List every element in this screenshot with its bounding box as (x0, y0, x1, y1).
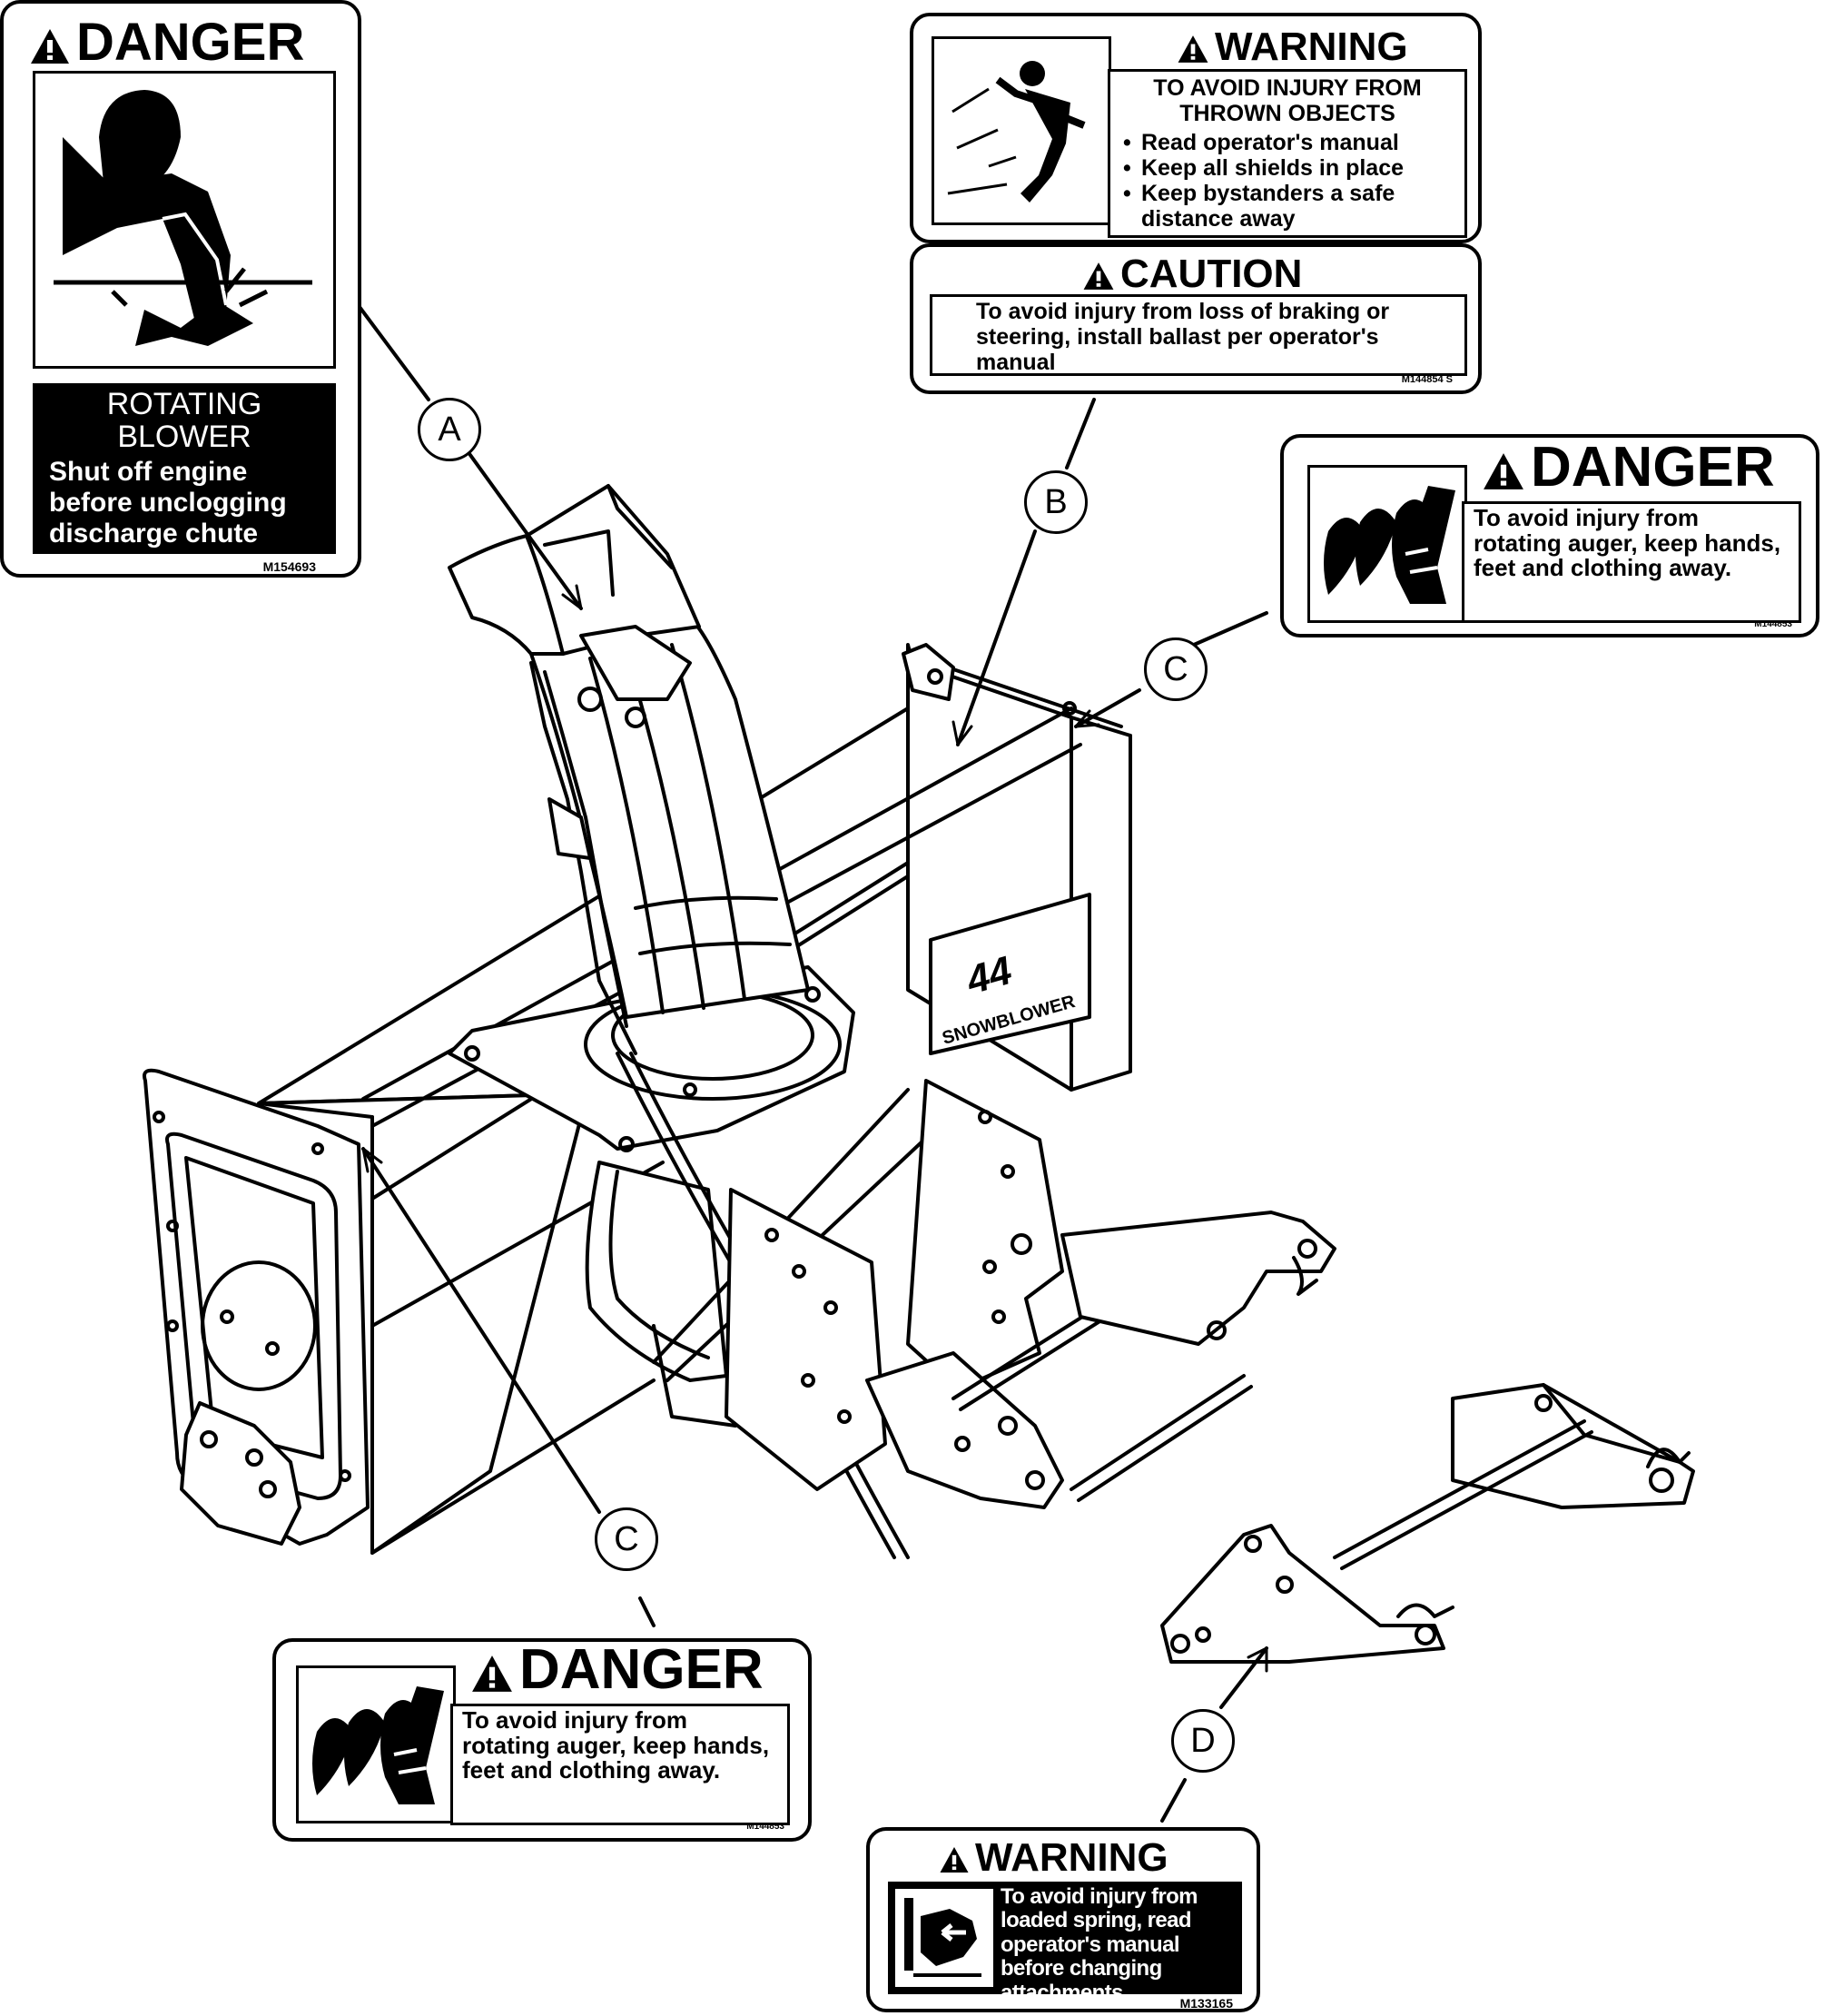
decal-d-text: To avoid injury from loaded spring, read… (1001, 1884, 1198, 2005)
chute-base-plate (448, 965, 855, 1151)
decal-a-signal-word: DANGER (29, 16, 304, 69)
rotating-auger-icon (1324, 486, 1455, 604)
decal-b-warning-item: Read operator's manual (1123, 130, 1452, 155)
decal-b-caution-textbox: To avoid injury from loss of braking or … (930, 294, 1467, 376)
mount-plate-right (906, 1079, 1064, 1391)
decal-b-warning-item: Keep all shields in place (1123, 155, 1452, 181)
chute-deflector (448, 484, 701, 656)
decal-b-pictogram (932, 36, 1111, 225)
decal-d-pictogram (893, 1887, 995, 1989)
decal-c-lower-danger-auger: DANGER To avoid injury from rotating aug… (272, 1638, 812, 1842)
decal-b-warning-textbox: TO AVOID INJURY FROM THROWN OBJECTS Read… (1108, 69, 1467, 238)
decal-b-part-number: M144854 S (1401, 374, 1453, 385)
decal-c-upper-pictogram (1307, 465, 1467, 623)
hitch-rod-lower (1070, 1374, 1246, 1491)
alert-triangle-icon (1484, 452, 1523, 489)
alert-triangle-icon (940, 1847, 969, 1873)
alert-triangle-icon (1083, 262, 1114, 291)
decal-a-danger-rotating-blower: DANGER ROTATING BLOWER Shut off engine b… (0, 0, 361, 578)
model-label-plate (929, 893, 1091, 1055)
decal-c-lower-pictogram (296, 1665, 456, 1823)
callout-a: A (418, 398, 481, 461)
callout-c-upper: C (1144, 637, 1208, 701)
decal-a-pictogram (33, 71, 336, 369)
spring-bracket-left (1160, 1524, 1445, 1664)
skid-shoe (180, 1401, 301, 1546)
decal-a-part-number: M154693 (262, 559, 316, 574)
decal-c-upper-text: To avoid injury from rotating auger, kee… (1474, 504, 1781, 582)
decal-c-upper-part-number: M144853 (1754, 619, 1792, 629)
callout-c-lower: C (595, 1507, 658, 1571)
decal-c-lower-textbox: To avoid injury from rotating auger, kee… (450, 1704, 790, 1825)
housing-ear (902, 643, 955, 701)
spring-rod (1333, 1419, 1586, 1559)
callout-d: D (1171, 1709, 1235, 1773)
decal-c-upper-signal-word: DANGER (1482, 440, 1775, 496)
hand-in-blower-icon (54, 90, 312, 346)
decal-c-lower-part-number: M144853 (746, 1822, 784, 1832)
deflector-bracket (579, 625, 692, 701)
decal-d-signal-word: WARNING (939, 1838, 1168, 1878)
decal-c-lower-text: To avoid injury from rotating auger, kee… (462, 1706, 770, 1784)
decal-b-caution: CAUTION To avoid injury from loss of bra… (910, 243, 1482, 394)
discharge-chute (529, 602, 810, 1019)
decal-d-black-panel: To avoid injury from loaded spring, read… (888, 1882, 1242, 2004)
alert-triangle-icon (472, 1655, 512, 1692)
decal-a-header: ROTATING BLOWER (106, 387, 262, 454)
decal-b-caution-signal-word: CAUTION (1082, 254, 1302, 294)
rotating-auger-icon (312, 1686, 444, 1804)
decal-c-upper-textbox: To avoid injury from rotating auger, kee… (1462, 501, 1801, 623)
decal-b-warning-header: TO AVOID INJURY FROM THROWN OBJECTS (1153, 75, 1422, 126)
thrown-objects-icon (947, 61, 1086, 203)
auger-bearing-disc (201, 1260, 317, 1391)
hitch-arm (1060, 1211, 1336, 1346)
hitch-bracket (865, 1351, 1064, 1509)
decal-a-black-panel: ROTATING BLOWER Shut off engine before u… (33, 383, 336, 554)
decal-b-caution-text: To avoid injury from loss of braking or … (976, 299, 1390, 375)
decal-b-warning: WARNING TO AVOID INJURY FROM THROWN OBJE… (910, 13, 1482, 243)
decal-c-lower-signal-word: DANGER (470, 1642, 764, 1698)
decal-b-warning-list: Read operator's manual Keep all shields … (1123, 130, 1452, 232)
callout-b: B (1024, 470, 1088, 534)
decal-c-upper-danger-auger: DANGER To avoid injury from rotating aug… (1280, 434, 1819, 637)
mount-plate-left (725, 1188, 887, 1491)
decal-d-warning-spring: WARNING To avoid injury from loaded spri… (866, 1827, 1260, 2012)
decal-d-part-number: M133165 (1179, 1996, 1233, 2011)
decal-b-warning-signal-word: WARNING (1177, 27, 1408, 67)
spring-crush-hand-icon (904, 1898, 981, 1977)
alert-triangle-icon (1178, 35, 1208, 64)
decal-a-text: Shut off engine before unclogging discha… (49, 457, 287, 548)
decal-b-warning-item: Keep bystanders a safe distance away (1123, 181, 1452, 232)
alert-triangle-icon (31, 28, 69, 64)
